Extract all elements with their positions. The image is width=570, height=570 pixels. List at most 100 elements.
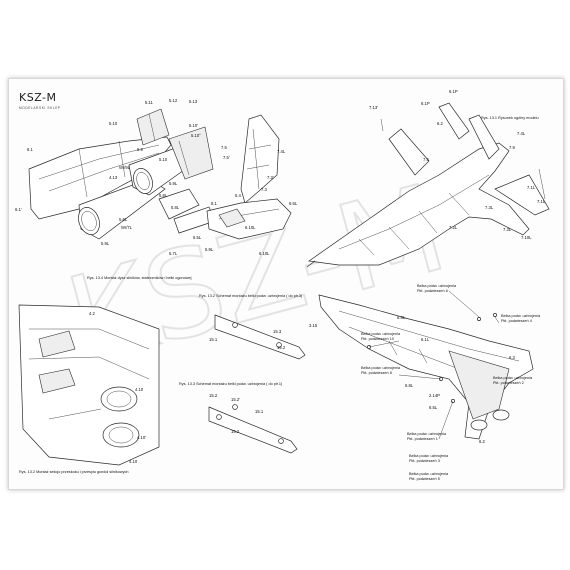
pylon-markers [367,313,497,403]
callout-line2: Pkt. podwieszeń 1 [407,437,438,441]
part-label: 7.5 [221,145,227,150]
part-label: 5.8L [171,205,180,210]
callout-line1: Belka podw. uzbrojenia [409,454,449,458]
part-label: 6.1P [449,89,458,94]
part-label: 5.9L [205,247,214,252]
callout-beam-4: Belka podw. uzbrojenia Pkt. podwieszeń 4 [501,314,541,323]
part-label: 7.3L [485,205,494,210]
pylon-a-labels: 15.3 15.2 15.1 [209,329,286,350]
part-label: Wr/9L [119,165,131,170]
part-label: 7.2L [449,225,458,230]
aircraft-underside-view [318,294,534,440]
part-label: 5.10 [109,121,118,126]
callout-line2: Pkt. podwieszeń 10 [361,337,394,341]
figure-caption: Rys. 13.4 Montaż dysz silników, stateczn… [87,276,192,280]
part-label: 4.10 [135,387,144,392]
callout-line1: Belka podw. uzbrojenia [501,314,541,318]
engine-part-labels: 5.11 5.12 5.13 5.10 5.10' 5.10° 6.1 6.1'… [15,98,201,256]
logo-subtitle: MODELARSKI SKLEP [19,106,61,110]
part-label: 4.10 [129,459,138,464]
part-label: 15.2 [231,429,240,434]
vertical-fin-assembly [206,114,292,240]
part-label: 7.1L [527,185,536,190]
figure-caption: Rys. 13.2 Schemat montażu belki podw. uz… [199,294,303,298]
underside-labels: 3.15 6.8L 6.1L 6.3 2.14P 6.5L 6.8L 6.2 [309,315,515,444]
callout-line1: Belka podw. uzbrojenia [361,366,401,370]
callout-beam-1: Belka podw. uzbrojenia Pkt. podwieszeń 1 [407,432,447,441]
callout-line2: Pkt. podwieszeń 3 [409,459,440,463]
part-label: 5.10° [191,133,201,138]
part-label: 6.8L [405,383,414,388]
part-label: 7.1L [537,199,546,204]
part-label: 7.9 [509,145,515,150]
callout-beam-5: Belka podw. uzbrojenia Pkt. podwieszeń 5 [409,472,449,481]
pylon-callouts: Belka podw. uzbrojenia Pkt. podwieszeń 6… [361,284,541,481]
callout-beam-3: Belka podw. uzbrojenia Pkt. podwieszeń 3 [409,454,449,463]
fin-part-labels: 7.5 7.5' 7.4L 7.3' 7.3 8.1 5.4 6.6L 6.10… [193,145,298,256]
part-label: 15.1 [255,409,264,414]
part-label: 6.2 [479,439,485,444]
part-label: 6.1P [421,101,430,106]
part-label: 15.2 [277,345,286,350]
gondola-labels: 4.2 4.10 4.10' 4.10 [89,311,146,464]
part-label: 7.4L [517,131,526,136]
part-label: 6.10L [259,251,270,256]
callout-line1: Belka podw. uzbrojenia [361,332,401,336]
part-label: 5.4 [235,193,241,198]
callout-line2: Pkt. podwieszeń 6 [417,289,448,293]
part-label: 5.9 [137,147,143,152]
part-label: 5.12 [169,98,178,103]
part-label: 6.6L [289,201,298,206]
logo-text: KSZ-M [19,91,57,104]
part-label: 15.3 [273,329,282,334]
part-label: 3.15 [309,323,318,328]
part-label: 5.10 [159,157,168,162]
weapon-pylon-b [208,404,298,454]
weapon-pylon-a [214,314,306,360]
part-label: 7.5' [223,155,230,160]
part-label: 7.3 [261,187,267,192]
callout-beam-6: Belka podw. uzbrojenia Pkt. podwieszeń 6 [417,284,457,293]
part-label: 6.1L [421,337,430,342]
callout-line2: Pkt. podwieszeń 4 [501,319,532,323]
technical-drawing: KSZ-M KSZ-M MODELARSKI SKLEP [15,89,550,481]
part-label: 7.3' [267,175,274,180]
part-label: 15.2' [231,397,240,402]
part-label: 5.7L [169,251,178,256]
part-label: 6.3 [509,355,515,360]
part-label: 5.6L [119,217,128,222]
part-label: Wr/7L [121,225,133,230]
drawing-sheet: KSZ-M KSZ-M MODELARSKI SKLEP [8,78,564,490]
part-label: 5.11 [145,100,154,105]
part-label: 7.4L [277,149,286,154]
callout-beam-8: Belka podw. uzbrojenia Pkt. podwieszeń 8 [361,366,401,375]
part-label: 6.2 [437,121,443,126]
part-label: 7.5 [423,157,429,162]
part-label: 4.2 [89,311,95,316]
part-label: 7.13' [369,105,378,110]
callout-line2: Pkt. podwieszeń 5 [409,477,440,481]
figure-caption: Rys. 13.1 Rysunek ogólny modelu [481,116,539,120]
callout-line1: Belka podw. uzbrojenia [493,376,533,380]
part-label: 15.2 [209,393,218,398]
part-label: 8.1 [211,201,217,206]
part-label: 5.8L [159,193,168,198]
part-label: 2.14P [429,393,440,398]
brand-logo: KSZ-M MODELARSKI SKLEP [19,91,61,110]
part-label: 5.10' [189,123,198,128]
aircraft-general-view [306,102,550,268]
part-label: 6.10L [245,225,256,230]
callout-line2: Pkt. podwieszeń 8 [361,371,392,375]
part-label: 15.1 [209,337,218,342]
part-label: 6.5L [193,235,202,240]
part-label: 4.13 [109,175,118,180]
engine-nozzle-assembly [28,108,216,240]
part-label: 4.10' [137,435,146,440]
part-label: 7.10L [521,235,532,240]
engine-gondola-assembly [18,304,160,466]
callout-line1: Belka podw. uzbrojenia [407,432,447,436]
part-label: 6.8L [397,315,406,320]
pylon-b-labels: 15.2 15.2' 15.1 15.2 [209,393,264,434]
callout-line1: Belka podw. uzbrojenia [409,472,449,476]
figure-caption: Rys. 13.2 Montaż sekcjo przeskoku i prze… [19,470,129,474]
